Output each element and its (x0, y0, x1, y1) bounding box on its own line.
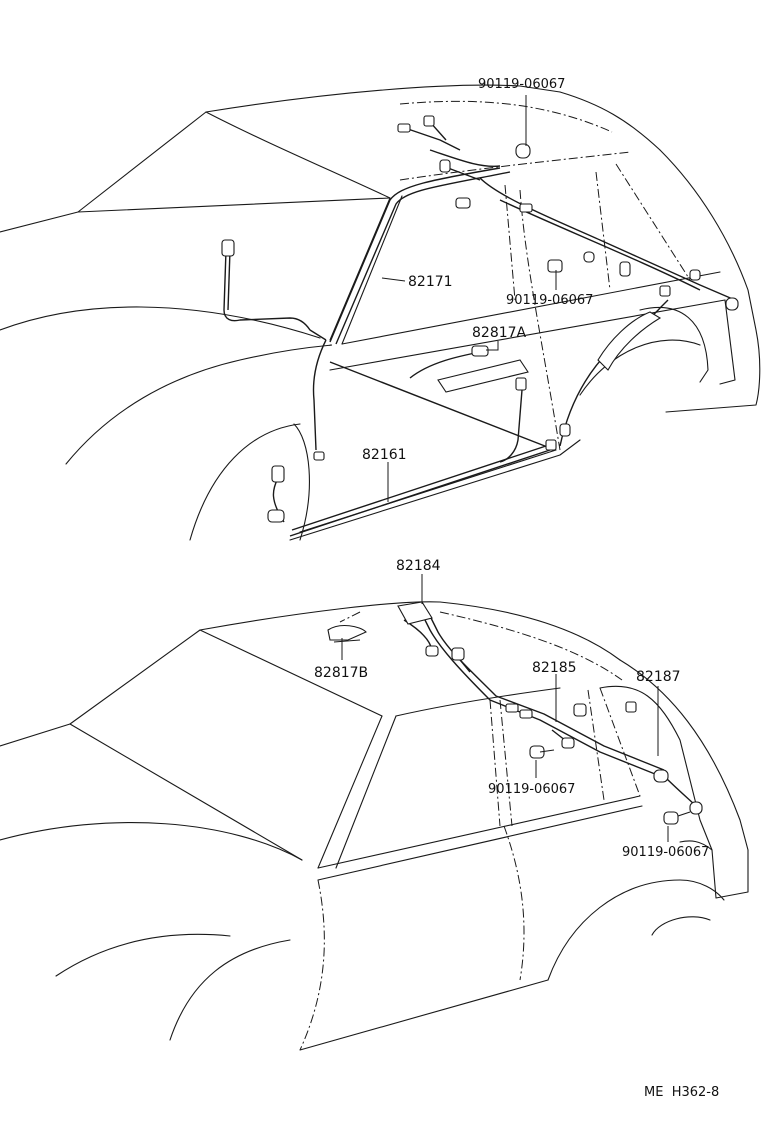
part-code-82187: 82187 (636, 669, 681, 685)
lower-harness-wires (327, 601, 703, 825)
connector-part (573, 703, 587, 717)
connector-part (455, 197, 471, 209)
connector-part (583, 251, 595, 263)
connector-part (515, 377, 527, 391)
part-code-82171: 82171 (408, 274, 453, 290)
lower-leaders (341, 574, 669, 842)
connector-part (653, 769, 669, 783)
connector-part (689, 801, 703, 815)
connector-part (397, 123, 411, 133)
bolt-part (663, 811, 679, 825)
part-code-90119-06067-lower: 90119-06067 (488, 782, 575, 797)
part-code-90119-06067-top: 90119-06067 (478, 77, 565, 92)
connector-part (659, 285, 671, 297)
connector-part (471, 345, 489, 357)
lower-car-body (0, 601, 749, 1051)
upper-connectors (221, 115, 739, 523)
connector-part (451, 647, 465, 661)
part-code-82817a: 82817A (472, 325, 527, 341)
pad-part-82817a (437, 359, 529, 393)
connector-part (561, 737, 575, 749)
connector-part (519, 203, 533, 213)
part-code-90119-06067-mid: 90119-06067 (506, 293, 593, 308)
reference-code: ME H362-8 (644, 1085, 719, 1100)
upper-car-body (0, 84, 761, 541)
connector-82184 (397, 601, 433, 625)
part-code-82184: 82184 (396, 558, 441, 574)
bolt-part (529, 745, 545, 759)
upper-harness-wires (223, 121, 736, 537)
connector-part (619, 261, 631, 277)
connector-part (505, 703, 519, 713)
connector-part (271, 465, 285, 483)
connector-part (423, 115, 435, 127)
part-code-82161: 82161 (362, 447, 407, 463)
connector-part (559, 423, 571, 437)
bolt-part (515, 143, 531, 159)
connector-part (267, 509, 285, 523)
connector-part (425, 645, 439, 657)
connector-part (313, 451, 325, 461)
bolt-part (547, 259, 563, 273)
upper-leaders (381, 95, 557, 502)
part-code-90119-06067-rear: 90119-06067 (622, 845, 709, 860)
connector-part (625, 701, 637, 713)
connector-part (519, 709, 533, 719)
pad-part-82817b (327, 624, 367, 641)
connector-part (221, 239, 235, 257)
connector-part (689, 269, 701, 281)
part-code-82185: 82185 (532, 660, 577, 676)
connector-part (725, 297, 739, 311)
part-code-82817b: 82817B (314, 665, 368, 681)
connector-part (439, 159, 451, 173)
connector-part (545, 439, 557, 451)
